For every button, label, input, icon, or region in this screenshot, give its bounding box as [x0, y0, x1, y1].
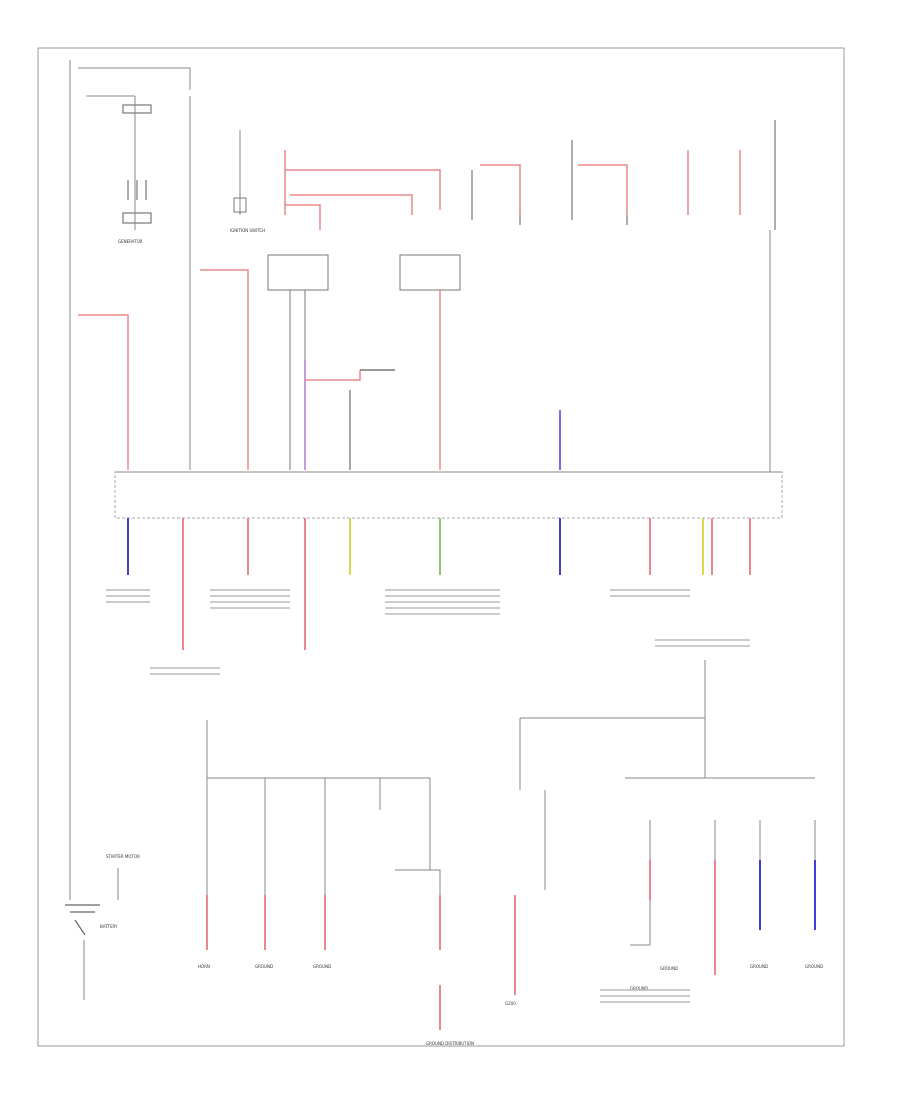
lower-left-distribution	[206, 720, 441, 895]
ground-distribution-label: GROUND DISTRIBUTION	[426, 1041, 474, 1046]
generator	[122, 104, 152, 224]
generator-label: GENERATOR	[118, 239, 143, 244]
ground-a-label: GROUND	[255, 964, 273, 969]
lower-left-red-wires	[206, 895, 516, 1030]
groundstrap-label: G200	[505, 1001, 516, 1006]
main-fuse-box	[114, 471, 783, 519]
battery-label: BATTERY	[100, 924, 118, 929]
diagram-border	[37, 47, 845, 1047]
top-red-bus	[284, 150, 741, 230]
lower-right-wires	[649, 860, 816, 975]
relay-left	[267, 254, 329, 470]
fuse-box-outputs	[127, 518, 751, 650]
lower-right-distribution	[519, 660, 816, 946]
ground-b-label: GROUND	[313, 964, 331, 969]
starter-motor-label: STARTER MOTOR	[106, 854, 140, 859]
relay-right	[399, 254, 461, 291]
horn-label: HORN	[198, 964, 210, 969]
battery-feed-group	[69, 60, 241, 900]
ground-e-label: GROUND	[805, 964, 823, 969]
ignition-switch-label: IGNITION SWITCH	[230, 228, 265, 233]
ground-c-label: GROUND	[660, 966, 678, 971]
ground-d-label: GROUND	[750, 964, 768, 969]
battery	[65, 904, 100, 936]
battery-positive-feed	[78, 269, 249, 470]
top-fuse-stubs	[471, 120, 776, 230]
relay-wires	[304, 290, 561, 470]
illegible-label-marks	[106, 589, 750, 1003]
ignition-switch	[233, 197, 247, 213]
ground-f-label: GROUND	[630, 986, 648, 991]
